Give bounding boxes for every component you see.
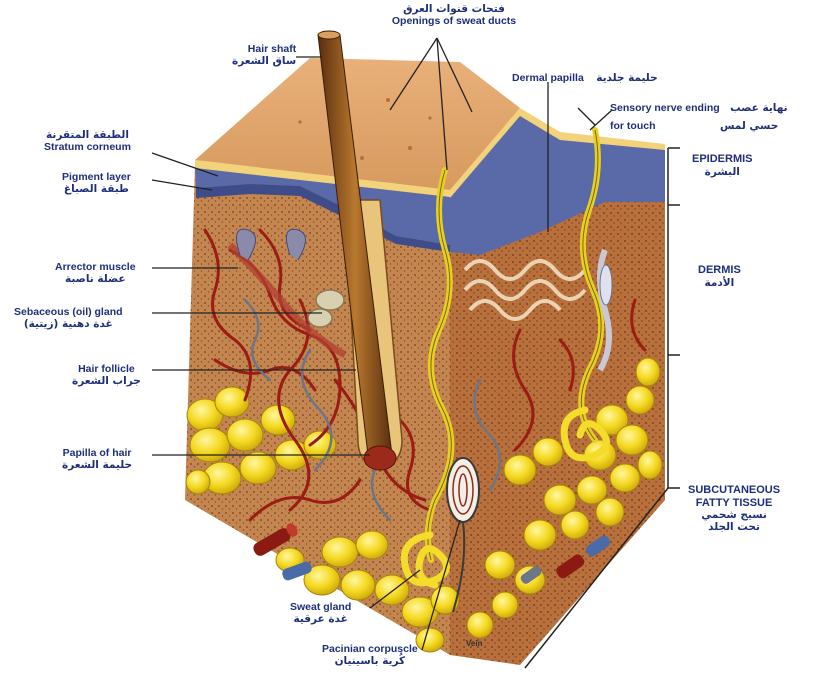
label-pacinian-corpuscle: Pacinian corpuscle كُرية باسينيان (322, 644, 418, 667)
label-vein-en: Vein (466, 639, 482, 648)
label-stratum-corneum-en: Stratum corneum (44, 142, 131, 154)
label-sweat-openings: فتحات قنوات العرق Openings of sweat duct… (374, 4, 534, 27)
layer-dermis-ar: الأدمة (698, 277, 741, 289)
layer-epidermis-ar: البشرة (692, 166, 753, 178)
label-sebaceous-gland-ar: غدة دهنية (زيتية) (14, 319, 123, 331)
label-arrector-muscle-en: Arrector muscle (55, 262, 136, 274)
label-sensory-nerve: Sensory nerve ending نهاية عصب for touch… (610, 98, 788, 133)
layer-subcutaneous-ar2: تحت الجلد (688, 521, 780, 533)
label-pacinian-corpuscle-en: Pacinian corpuscle (322, 644, 418, 656)
label-dermal-papilla-ar: حليمة جلدية (596, 72, 657, 84)
right-face (450, 108, 665, 665)
label-hair-shaft-en: Hair shaft (232, 44, 296, 56)
label-pigment-layer: Pigment layer طبقة الصباغ (62, 172, 131, 195)
label-sweat-openings-ar: فتحات قنوات العرق (374, 4, 534, 16)
layer-subcutaneous: SUBCUTANEOUS FATTY TISSUE نسيج شحمي تحت … (688, 484, 780, 533)
label-stratum-corneum-ar: الطبقة المتقرنة (44, 130, 131, 142)
label-arrector-muscle: Arrector muscle عضلة ناصبة (55, 262, 136, 285)
layer-epidermis: EPIDERMIS البشرة (692, 153, 753, 178)
label-sebaceous-gland: Sebaceous (oil) gland غدة دهنية (زيتية) (14, 307, 123, 330)
label-papilla-of-hair-ar: حليمة الشعرة (62, 460, 132, 472)
label-hair-shaft: Hair shaft ساق الشعرة (232, 44, 296, 67)
label-sensory-nerve-en1: Sensory nerve ending (610, 102, 720, 114)
label-sweat-gland: Sweat gland غدة عرقية (290, 602, 351, 625)
label-pigment-layer-en: Pigment layer (62, 172, 131, 184)
label-sweat-openings-en: Openings of sweat ducts (374, 16, 534, 28)
label-pigment-layer-ar: طبقة الصباغ (62, 184, 131, 196)
label-hair-follicle-en: Hair follicle (72, 364, 141, 376)
label-sweat-gland-ar: غدة عرقية (290, 614, 351, 626)
label-sensory-nerve-en2: for touch (610, 120, 656, 132)
label-sebaceous-gland-en: Sebaceous (oil) gland (14, 307, 123, 319)
label-pacinian-corpuscle-ar: كُرية باسينيان (322, 656, 418, 668)
label-stratum-corneum: الطبقة المتقرنة Stratum corneum (44, 130, 131, 153)
label-sensory-nerve-ar1: نهاية عصب (730, 102, 787, 114)
label-arrector-muscle-ar: عضلة ناصبة (55, 274, 136, 286)
label-hair-follicle: Hair follicle جراب الشعرة (72, 364, 141, 387)
label-hair-follicle-ar: جراب الشعرة (72, 376, 141, 388)
label-sweat-gland-en: Sweat gland (290, 602, 351, 614)
layer-subcutaneous-ar1: نسيج شحمي (688, 509, 780, 521)
layer-epidermis-en: EPIDERMIS (692, 153, 753, 166)
label-papilla-of-hair-en: Papilla of hair (62, 448, 132, 460)
layer-subcutaneous-en1: SUBCUTANEOUS (688, 484, 780, 497)
label-vein: Vein (466, 640, 482, 649)
label-sensory-nerve-ar2: حسي لمس (720, 120, 778, 132)
label-papilla-of-hair: Papilla of hair حليمة الشعرة (62, 448, 132, 471)
layer-dermis-en: DERMIS (698, 264, 741, 277)
label-hair-shaft-ar: ساق الشعرة (232, 56, 296, 68)
label-dermal-papilla-en: Dermal papilla (512, 72, 584, 84)
layer-dermis: DERMIS الأدمة (698, 264, 741, 289)
layer-subcutaneous-en2: FATTY TISSUE (688, 497, 780, 510)
label-dermal-papilla: Dermal papilla حليمة جلدية (512, 68, 658, 86)
